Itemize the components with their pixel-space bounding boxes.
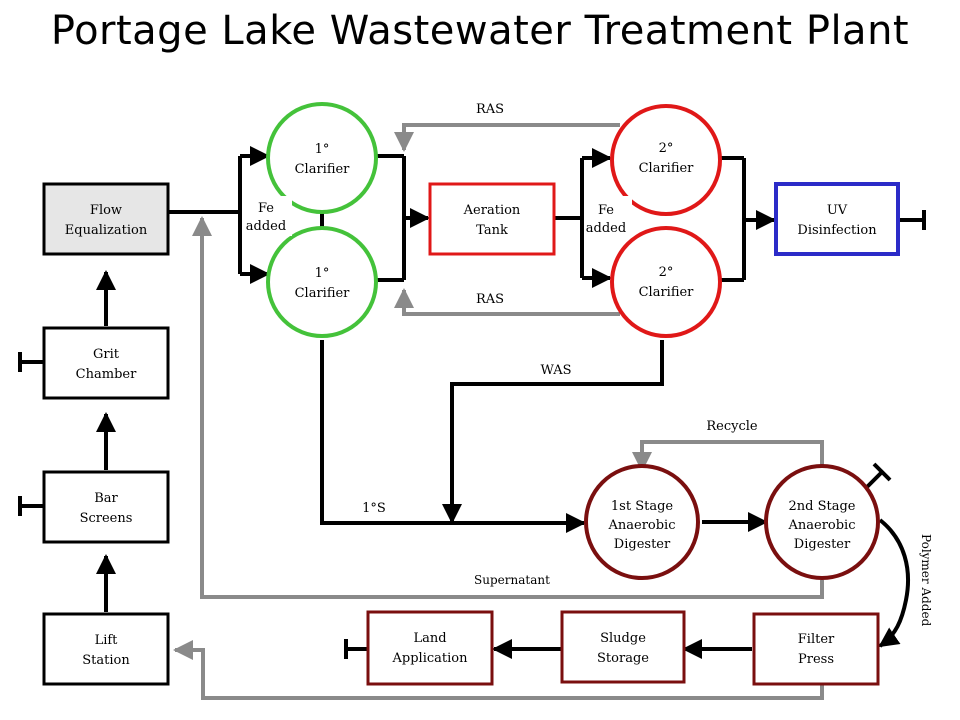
clar1-bot-line1: 1°: [315, 266, 330, 281]
fe-added-1-line2: added: [246, 219, 286, 234]
bar-line2: Screens: [80, 511, 133, 526]
clar2-bot-line1: 2°: [659, 265, 674, 280]
dig2-tick-cap: [872, 462, 892, 482]
primary-sludge-line: [320, 340, 586, 533]
aeration-line1: Aeration: [463, 203, 521, 218]
unit-sludge-storage: Sludge Storage: [560, 610, 686, 684]
ras-top-line: [394, 123, 620, 152]
unit-flow-equalization: Flow Equalization: [42, 182, 170, 256]
black-flow-lines: [18, 146, 926, 659]
was-line: [442, 340, 664, 524]
sludge-line2: Storage: [597, 651, 649, 666]
uv-line1: UV: [827, 203, 848, 218]
unit-first-stage-digester: 1st Stage Anaerobic Digester: [584, 464, 700, 580]
dig2-line3: Digester: [794, 537, 851, 552]
dig1-line3: Digester: [614, 537, 671, 552]
unit-uv-disinfection: UV Disinfection: [774, 182, 900, 256]
filter-line1: Filter: [798, 632, 835, 647]
was-label: WAS: [540, 363, 571, 378]
filtrate-line: [173, 640, 824, 700]
polymer-line: [878, 518, 910, 648]
diagram-title: Portage Lake Wastewater Treatment Plant: [50, 8, 910, 54]
supernatant-line: [192, 216, 824, 599]
lift-line2: Station: [82, 653, 130, 668]
land-line2: Application: [392, 651, 469, 666]
unit-primary-clarifier-bottom: 1° Clarifier: [266, 226, 378, 338]
flow-eq-line1: Flow: [90, 203, 122, 218]
recycle-label: Recycle: [706, 419, 758, 434]
dig1-line1: 1st Stage: [611, 499, 674, 514]
fe-added-1-line1: Fe: [258, 201, 274, 216]
clar1-bot-line2: Clarifier: [295, 286, 351, 301]
polymer-added-label: Polymer Added: [919, 534, 933, 627]
flow-eq-line2: Equalization: [65, 223, 148, 238]
clar1-top-line1: 1°: [315, 142, 330, 157]
clar1-top-line2: Clarifier: [295, 162, 351, 177]
clar2-top-line2: Clarifier: [639, 161, 695, 176]
unit-secondary-clarifier-bottom: 2° Clarifier: [610, 226, 722, 338]
sludge-line1: Sludge: [600, 631, 646, 646]
bar-line1: Bar: [94, 491, 118, 506]
dig2-line2: Anaerobic: [787, 518, 855, 533]
unit-primary-clarifier-top: 1° Clarifier: [266, 102, 378, 214]
unit-second-stage-digester: 2nd Stage Anaerobic Digester: [764, 464, 880, 580]
supernatant-label: Supernatant: [474, 573, 550, 587]
primary-sludge-label: 1°S: [362, 501, 386, 516]
recycle-line: [632, 440, 824, 472]
clar2-top-line1: 2°: [659, 141, 674, 156]
flow-labels: Fe added Fe added RAS RAS WAS Recycle 1°…: [246, 102, 933, 627]
aeration-line2: Tank: [476, 223, 508, 238]
unit-lift-station: Lift Station: [42, 612, 170, 686]
unit-grit-chamber: Grit Chamber: [42, 326, 170, 400]
unit-filter-press: Filter Press: [752, 612, 880, 686]
unit-secondary-clarifier-top: 2° Clarifier: [610, 104, 722, 216]
filter-line2: Press: [798, 652, 834, 667]
clar2-bot-line2: Clarifier: [639, 285, 695, 300]
unit-aeration-tank: Aeration Tank: [428, 182, 556, 256]
uv-line2: Disinfection: [797, 223, 877, 238]
gray-return-lines: [173, 123, 824, 700]
grit-line1: Grit: [93, 347, 120, 362]
grit-line2: Chamber: [76, 367, 137, 382]
dig2-line1: 2nd Stage: [789, 499, 856, 514]
ras-top-label: RAS: [476, 102, 504, 117]
ras-bottom-label: RAS: [476, 292, 504, 307]
fe-added-2-line2: added: [586, 221, 626, 236]
fe-added-2-line1: Fe: [598, 203, 614, 218]
unit-land-application: Land Application: [366, 610, 494, 686]
land-line1: Land: [413, 631, 446, 646]
ras-bottom-line: [394, 288, 620, 316]
lift-line1: Lift: [95, 633, 119, 648]
unit-bar-screens: Bar Screens: [42, 470, 170, 544]
dig1-line2: Anaerobic: [607, 518, 675, 533]
